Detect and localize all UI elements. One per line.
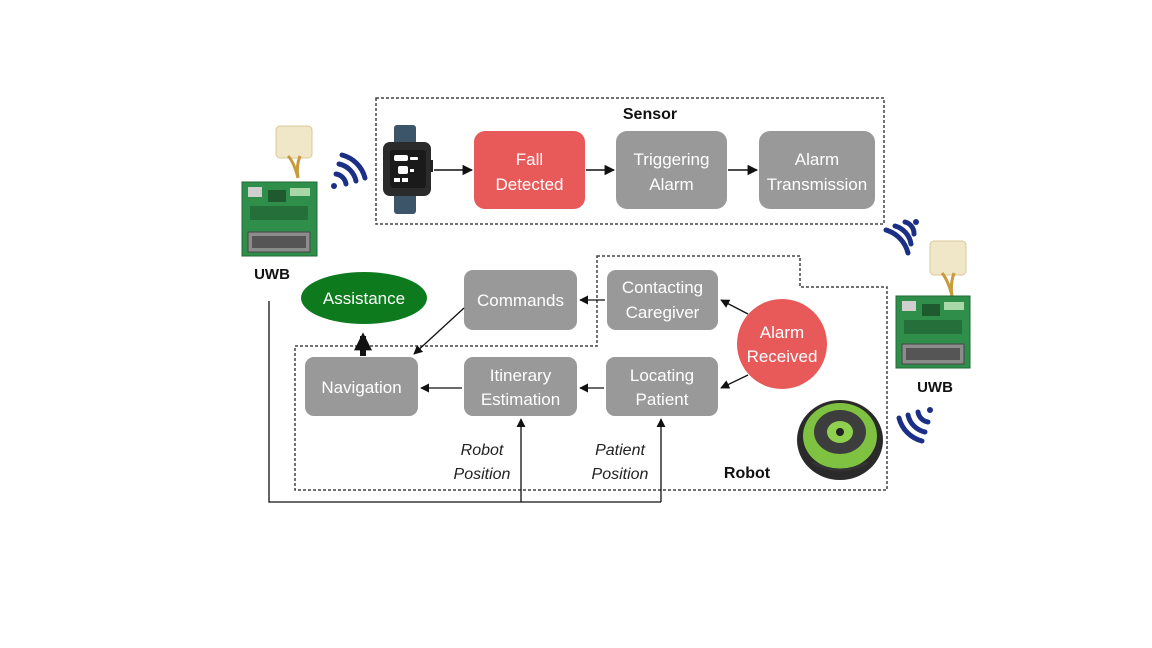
svg-text:Transmission: Transmission	[767, 175, 867, 194]
wireless-signal-icon	[331, 152, 368, 189]
svg-text:Detected: Detected	[495, 175, 563, 194]
itinerary-estimation-node: Itinerary Estimation	[464, 357, 577, 416]
svg-text:Received: Received	[747, 347, 818, 366]
wireless-signal-icon	[883, 219, 919, 256]
svg-text:Alarm: Alarm	[649, 175, 693, 194]
svg-text:Commands: Commands	[477, 291, 564, 310]
svg-text:Fall: Fall	[516, 150, 543, 169]
left-uwb-label: UWB	[254, 266, 290, 283]
robot-region	[294, 255, 888, 491]
svg-text:Estimation: Estimation	[481, 390, 560, 409]
contacting-caregiver-node: Contacting Caregiver	[607, 270, 718, 330]
svg-text:Patient: Patient	[636, 390, 689, 409]
right-uwb-label: UWB	[917, 379, 953, 396]
uwb-board-icon	[895, 240, 971, 369]
wireless-signal-icon	[896, 407, 933, 444]
patient-position-label-line1: Patient	[595, 442, 645, 459]
uwb-board-icon	[241, 125, 318, 257]
alarm-received-node: Alarm Received	[737, 299, 827, 389]
alarm-transmission-node: Alarm Transmission	[759, 131, 875, 209]
robot-vacuum-icon	[797, 400, 883, 480]
svg-text:Triggering: Triggering	[634, 150, 710, 169]
robot-position-label-line1: Robot	[461, 442, 504, 459]
robot-position-label-line2: Position	[454, 466, 511, 483]
arrow-alarm-to-locating	[720, 374, 749, 389]
position-feedback-line	[268, 301, 661, 503]
navigation-node: Navigation	[305, 357, 418, 416]
svg-text:Itinerary: Itinerary	[490, 366, 552, 385]
commands-node: Commands	[464, 270, 577, 330]
arrow-commands-to-navigation	[413, 307, 465, 355]
arrow-alarm-to-contacting	[720, 299, 749, 315]
svg-text:Locating: Locating	[630, 366, 694, 385]
assistance-node: Assistance	[301, 272, 427, 324]
svg-text:Assistance: Assistance	[323, 289, 405, 308]
svg-text:Navigation: Navigation	[321, 378, 401, 397]
patient-position-label-line2: Position	[592, 466, 649, 483]
svg-text:Alarm: Alarm	[795, 150, 839, 169]
smartwatch-icon	[383, 125, 433, 214]
fall-detected-node: Fall Detected	[474, 131, 585, 209]
triggering-alarm-node: Triggering Alarm	[616, 131, 727, 209]
locating-patient-node: Locating Patient	[606, 357, 718, 416]
svg-text:Alarm: Alarm	[760, 323, 804, 342]
sensor-label: Sensor	[623, 106, 677, 123]
robot-label: Robot	[724, 465, 771, 482]
svg-text:Contacting: Contacting	[622, 278, 703, 297]
sensor-region	[375, 97, 885, 225]
svg-text:Caregiver: Caregiver	[626, 303, 700, 322]
